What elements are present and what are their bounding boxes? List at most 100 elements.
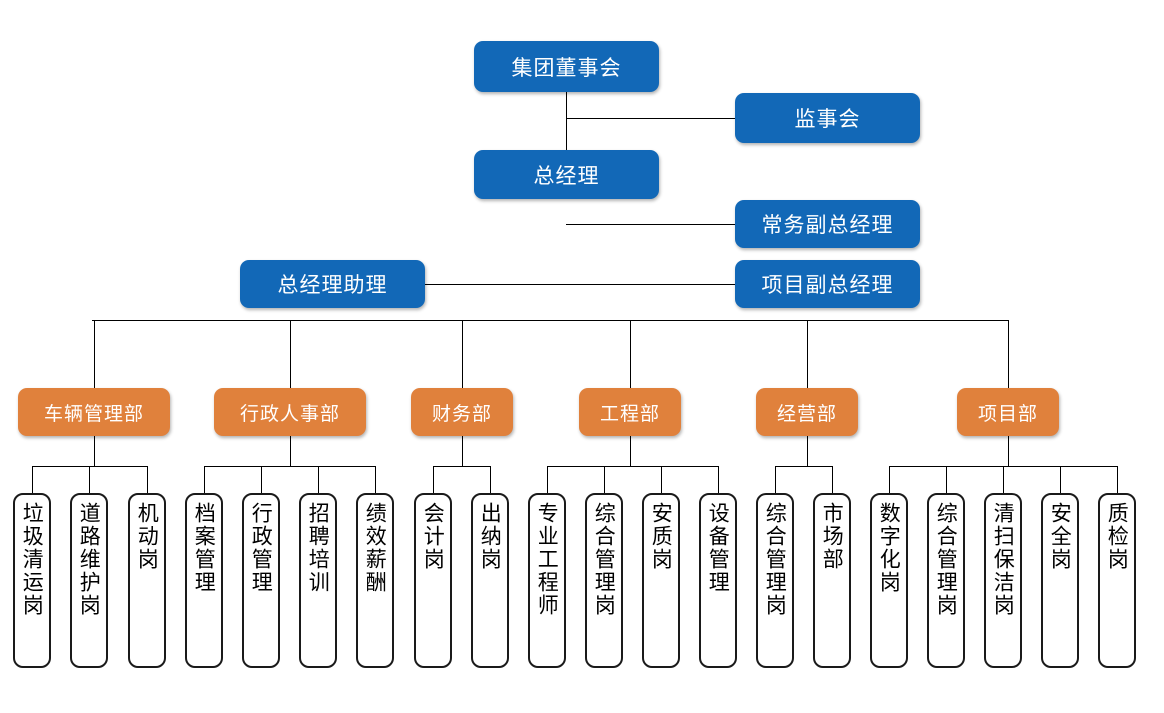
position-box[interactable]: 招聘培训 xyxy=(299,493,337,668)
line-dept-4-child-0-stem xyxy=(775,466,776,493)
line-dept-2-child-1-stem xyxy=(490,466,491,493)
position-label: 清扫保洁岗 xyxy=(991,502,1016,617)
department-label: 车辆管理部 xyxy=(43,403,144,425)
department-box[interactable]: 车辆管理部 xyxy=(18,388,170,436)
line-dept-3-child-1-stem xyxy=(604,466,605,493)
position-box[interactable]: 绩效薪酬 xyxy=(356,493,394,668)
line-dept-4-child-1-stem xyxy=(832,466,833,493)
line-dept-2-stem xyxy=(462,436,463,466)
position-box[interactable]: 清扫保洁岗 xyxy=(984,493,1022,668)
line-gm-to-project-deputy xyxy=(566,284,735,285)
department-box[interactable]: 经营部 xyxy=(756,388,858,436)
position-box[interactable]: 出纳岗 xyxy=(471,493,509,668)
line-gm-to-gm-assistant xyxy=(425,284,566,285)
node-supervisory-board[interactable]: 监事会 xyxy=(735,93,920,143)
line-dept-1-child-bus xyxy=(204,466,375,467)
node-executive-deputy-gm-label: 常务副总经理 xyxy=(761,214,894,237)
line-dept-5-child-4-stem xyxy=(1117,466,1118,493)
department-box[interactable]: 项目部 xyxy=(957,388,1059,436)
position-label: 综合管理岗 xyxy=(763,502,788,617)
department-label: 经营部 xyxy=(776,403,837,425)
line-bus-to-dept-0 xyxy=(94,320,95,388)
position-label: 综合管理岗 xyxy=(592,502,617,617)
node-general-manager-label: 总经理 xyxy=(533,164,600,188)
node-executive-deputy-gm[interactable]: 常务副总经理 xyxy=(735,200,920,248)
line-bus-to-dept-5 xyxy=(1008,320,1009,388)
department-box[interactable]: 行政人事部 xyxy=(214,388,366,436)
line-dept-2-child-0-stem xyxy=(433,466,434,493)
position-label: 垃圾清运岗 xyxy=(20,502,45,617)
line-bus-to-dept-3 xyxy=(630,320,631,388)
line-gm-spine-to-supervisory xyxy=(566,118,735,119)
line-board-to-gm xyxy=(566,92,567,150)
position-box[interactable]: 行政管理 xyxy=(242,493,280,668)
position-label: 出纳岗 xyxy=(478,502,503,571)
position-label: 会计岗 xyxy=(421,502,446,571)
department-label: 财务部 xyxy=(431,403,492,425)
line-gm-to-exec-deputy xyxy=(566,224,735,225)
position-box[interactable]: 设备管理 xyxy=(699,493,737,668)
line-dept-3-child-3-stem xyxy=(718,466,719,493)
line-bus-to-dept-2 xyxy=(462,320,463,388)
position-box[interactable]: 数字化岗 xyxy=(870,493,908,668)
line-dept-5-stem xyxy=(1008,436,1009,466)
line-dept-1-stem xyxy=(290,436,291,466)
position-label: 设备管理 xyxy=(706,502,731,594)
position-label: 行政管理 xyxy=(249,502,274,594)
node-project-deputy-gm[interactable]: 项目副总经理 xyxy=(735,260,920,308)
line-dept-3-child-bus xyxy=(547,466,718,467)
position-box[interactable]: 综合管理岗 xyxy=(585,493,623,668)
position-label: 专业工程师 xyxy=(535,502,560,617)
line-bus-to-dept-1 xyxy=(290,320,291,388)
line-dept-1-child-2-stem xyxy=(318,466,319,493)
position-label: 安质岗 xyxy=(649,502,674,571)
position-box[interactable]: 专业工程师 xyxy=(528,493,566,668)
department-box[interactable]: 工程部 xyxy=(579,388,681,436)
position-label: 档案管理 xyxy=(192,502,217,594)
line-dept-3-child-2-stem xyxy=(661,466,662,493)
line-dept-1-child-0-stem xyxy=(204,466,205,493)
line-dept-0-child-1-stem xyxy=(89,466,90,493)
line-dept-0-child-2-stem xyxy=(147,466,148,493)
position-box[interactable]: 综合管理岗 xyxy=(756,493,794,668)
line-dept-1-child-3-stem xyxy=(375,466,376,493)
department-label: 行政人事部 xyxy=(239,403,340,425)
position-box[interactable]: 市场部 xyxy=(813,493,851,668)
line-dept-5-child-1-stem xyxy=(946,466,947,493)
position-box[interactable]: 综合管理岗 xyxy=(927,493,965,668)
line-dept-3-stem xyxy=(630,436,631,466)
position-label: 机动岗 xyxy=(135,502,160,571)
position-box[interactable]: 档案管理 xyxy=(185,493,223,668)
position-label: 安全岗 xyxy=(1048,502,1073,571)
node-general-manager[interactable]: 总经理 xyxy=(474,150,659,199)
line-department-bus xyxy=(92,320,1008,321)
department-label: 项目部 xyxy=(977,403,1038,425)
node-gm-assistant-label: 总经理助理 xyxy=(277,274,388,297)
line-dept-0-stem xyxy=(94,436,95,466)
node-supervisory-board-label: 监事会 xyxy=(794,108,861,131)
position-box[interactable]: 道路维护岗 xyxy=(70,493,108,668)
position-box[interactable]: 安质岗 xyxy=(642,493,680,668)
node-board-label: 集团董事会 xyxy=(511,56,622,80)
line-dept-4-stem xyxy=(807,436,808,466)
line-dept-3-child-0-stem xyxy=(547,466,548,493)
position-label: 质检岗 xyxy=(1105,502,1130,571)
line-dept-5-child-0-stem xyxy=(889,466,890,493)
position-box[interactable]: 垃圾清运岗 xyxy=(13,493,51,668)
department-box[interactable]: 财务部 xyxy=(411,388,513,436)
line-dept-1-child-1-stem xyxy=(261,466,262,493)
line-dept-5-child-3-stem xyxy=(1060,466,1061,493)
position-box[interactable]: 质检岗 xyxy=(1098,493,1136,668)
position-label: 招聘培训 xyxy=(306,502,331,594)
position-label: 绩效薪酬 xyxy=(363,502,388,594)
node-gm-assistant[interactable]: 总经理助理 xyxy=(240,260,425,308)
position-label: 市场部 xyxy=(820,502,845,571)
position-box[interactable]: 会计岗 xyxy=(414,493,452,668)
node-board[interactable]: 集团董事会 xyxy=(474,41,659,92)
position-box[interactable]: 安全岗 xyxy=(1041,493,1079,668)
node-project-deputy-gm-label: 项目副总经理 xyxy=(761,274,894,297)
position-label: 综合管理岗 xyxy=(934,502,959,617)
line-dept-5-child-2-stem xyxy=(1003,466,1004,493)
line-dept-4-child-bus xyxy=(775,466,832,467)
position-box[interactable]: 机动岗 xyxy=(128,493,166,668)
